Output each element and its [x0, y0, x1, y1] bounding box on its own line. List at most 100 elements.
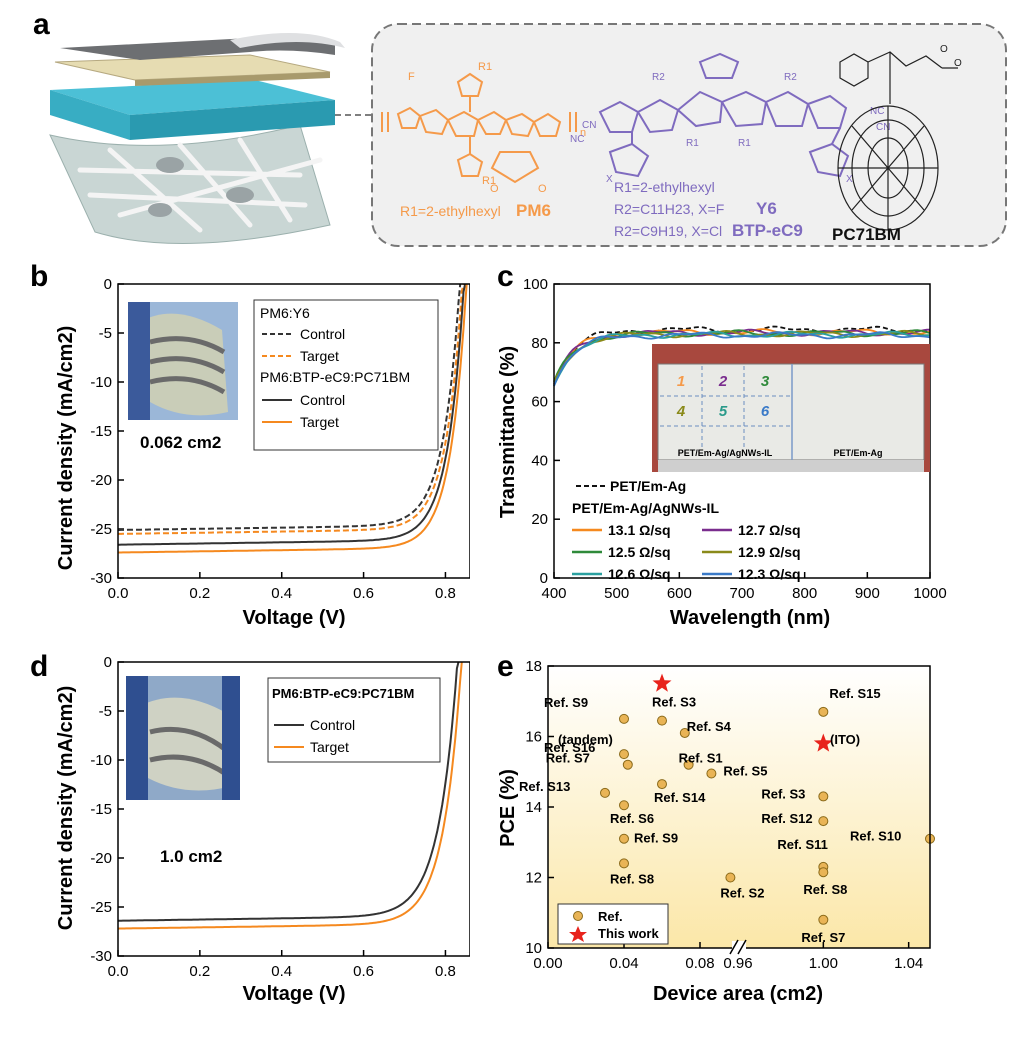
annotation-ito: (ITO)	[830, 732, 860, 747]
x-tick-label: 900	[855, 585, 880, 602]
x-tick-label: 0.8	[435, 585, 456, 602]
x-tick-label: 1.04	[894, 955, 923, 972]
ref-label: Ref. S6	[610, 811, 654, 826]
chart-d-xlabel: Voltage (V)	[243, 983, 346, 1005]
svg-text:R1: R1	[478, 61, 492, 73]
legend-b-group2: PM6:BTP-eC9:PC71BM	[260, 369, 410, 385]
svg-text:CN: CN	[876, 122, 890, 133]
chart-e-plot-bg	[548, 666, 930, 948]
svg-text:O: O	[538, 183, 547, 195]
y-tick-label: -20	[90, 472, 112, 489]
inset-cell-number: 5	[719, 403, 728, 420]
ref-point	[622, 759, 633, 770]
svg-text:R2: R2	[784, 72, 797, 83]
x-tick-label: 500	[604, 585, 629, 602]
ref-label: Ref. S4	[687, 719, 732, 734]
inset-cell-number: 6	[761, 403, 770, 420]
x-tick-label: 400	[541, 585, 566, 602]
y-tick-label: 0	[540, 570, 548, 587]
chart-e-legend: Ref. This work	[557, 903, 669, 945]
legend-d-control: Control	[310, 717, 355, 733]
x-tick-label: 600	[667, 585, 692, 602]
y-tick-label: 10	[525, 940, 542, 957]
x-tick-label: 0.00	[533, 955, 562, 972]
legend-c-entry: 13.1 Ω/sq	[608, 522, 671, 538]
ref-point	[619, 833, 629, 844]
ref-label: Ref. S2	[720, 886, 764, 901]
chart-b-frame	[117, 283, 470, 579]
legend-b-target-2: Target	[300, 414, 339, 430]
svg-text:O: O	[954, 58, 962, 69]
y-tick-label: -15	[90, 801, 112, 818]
legend-d-group: PM6:BTP-eC9:PC71BM	[272, 686, 414, 701]
panel-e-pce-chart: PCE (%) Device area (cm2) 0.00 0.04 0.08 0.…	[497, 658, 935, 1005]
ref-point	[619, 749, 629, 760]
chart-b-inset-label: 0.062 cm2	[140, 433, 221, 452]
x-tick-label: 0.8	[435, 963, 456, 980]
jv-curve-2	[118, 283, 467, 546]
jv-curve-1	[118, 283, 465, 535]
x-tick-label: 0.4	[271, 963, 292, 980]
legend-e-ref: Ref.	[598, 909, 623, 924]
chart-b-ylabel: Current density (mA/cm2)	[55, 326, 77, 571]
chart-b-inset-photo	[128, 302, 238, 420]
x-tick-label: 0.04	[609, 955, 638, 972]
svg-text:X: X	[606, 174, 613, 185]
svg-text:n: n	[580, 127, 586, 139]
chart-e-axis-break	[729, 939, 747, 955]
y-tick-label: 80	[531, 335, 548, 352]
x-tick-label: 0.6	[353, 963, 374, 980]
chart-b-xlabel: Voltage (V)	[243, 607, 346, 629]
y-tick-label: -30	[90, 570, 112, 587]
ref-point	[818, 867, 829, 878]
svg-text:CN: CN	[582, 120, 596, 131]
chart-d-legend: PM6:BTP-eC9:PC71BM Control Target	[267, 677, 441, 763]
legend-c-entry: 12.6 Ω/sq	[608, 566, 671, 582]
jv-curve-0	[118, 283, 462, 531]
ref-point	[619, 713, 629, 724]
ref-label: Ref. S16	[544, 740, 595, 755]
y-tick-label: -30	[90, 948, 112, 965]
y6-structure	[598, 52, 850, 178]
chart-b-legend: PM6:Y6 Control Target PM6:BTP-eC9:PC71BM…	[253, 299, 439, 451]
ref-point	[619, 858, 629, 869]
ref-label: Ref. S1	[679, 751, 723, 766]
x-tick-label: 0.2	[189, 585, 210, 602]
chart-e-ylabel: PCE (%)	[497, 769, 519, 847]
y-tick-label: -25	[90, 521, 112, 538]
y-tick-label: -10	[90, 374, 112, 391]
svg-text:R1: R1	[738, 138, 751, 149]
x-tick-label: 0.6	[353, 585, 374, 602]
legend-b-control-2: Control	[300, 392, 345, 408]
x-tick-label: 0.96	[723, 955, 752, 972]
panel-label-e: e	[497, 650, 514, 683]
y6-name: Y6	[756, 199, 777, 218]
y-tick-label: -10	[90, 752, 112, 769]
x-tick-label: 0.08	[685, 955, 714, 972]
y-tick-label: 16	[525, 729, 542, 746]
ref-label: Ref. S8	[610, 871, 654, 886]
ref-point	[818, 706, 829, 717]
x-tick-label: 0.2	[189, 963, 210, 980]
ref-label: Ref. S10	[850, 829, 901, 844]
svg-text:NC: NC	[570, 134, 584, 145]
legend-d-target: Target	[310, 739, 349, 755]
chart-d-frame	[117, 661, 470, 957]
chart-e-xlabel: Device area (cm2)	[653, 983, 823, 1005]
svg-text:NC: NC	[870, 106, 884, 117]
legend-c-header: PET/Em-Ag/AgNWs-IL	[572, 500, 719, 516]
svg-text:O: O	[940, 44, 948, 55]
pc71bm-structure	[837, 51, 958, 231]
ref-point	[619, 800, 629, 811]
inset-cell-number: 2	[718, 373, 728, 390]
annotation-tandem: (tandem)	[558, 732, 613, 747]
jv-curve-0	[118, 661, 460, 922]
ref-label: Ref. S3	[761, 786, 805, 801]
y-tick-label: 20	[531, 511, 548, 528]
ref-label: Ref. S14	[654, 790, 706, 805]
y-tick-label: -25	[90, 899, 112, 916]
legend-c-pet-em-ag: PET/Em-Ag	[610, 478, 686, 494]
y-tick-label: 12	[525, 870, 542, 887]
chart-c-inset-photo	[652, 344, 930, 472]
